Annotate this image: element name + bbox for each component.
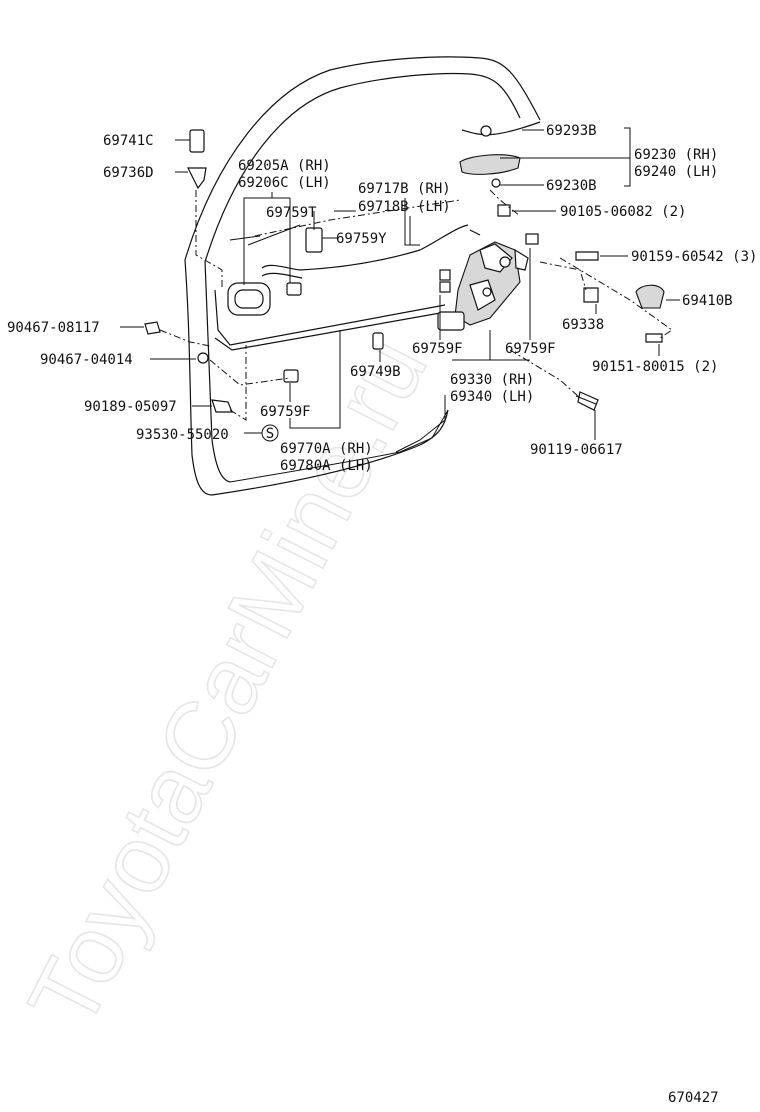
label-90159: 90159-60542 (3) xyxy=(631,249,757,265)
label-69206C: 69206C (LH) xyxy=(238,175,331,191)
label-90119: 90119-06617 xyxy=(530,442,623,458)
small-parts xyxy=(144,129,665,413)
label-69759F-a: 69759F xyxy=(412,341,463,357)
label-69759F-b: 69759F xyxy=(505,341,556,357)
leader-lines xyxy=(120,127,680,453)
label-69230B: 69230B xyxy=(546,178,597,194)
control-rods xyxy=(214,224,481,351)
label-69330: 69330 (RH) xyxy=(450,372,534,388)
label-69410B: 69410B xyxy=(682,293,733,309)
label-69780A: 69780A (LH) xyxy=(280,458,373,474)
label-69205A: 69205A (RH) xyxy=(238,158,331,174)
label-90189: 90189-05097 xyxy=(84,399,177,415)
s-mark: S xyxy=(266,426,274,442)
label-69749B: 69749B xyxy=(350,364,401,380)
label-69770A: 69770A (RH) xyxy=(280,441,373,457)
label-69759Y: 69759Y xyxy=(336,231,387,247)
label-69718B: 69718B (LH) xyxy=(358,199,451,215)
label-93530: 93530-55020 xyxy=(136,427,229,443)
label-90467-08117: 90467-08117 xyxy=(7,320,100,336)
label-90151: 90151-80015 (2) xyxy=(592,359,718,375)
label-90105: 90105-06082 (2) xyxy=(560,204,686,220)
s-mark-circle xyxy=(261,424,279,442)
outside-handle xyxy=(459,125,521,188)
label-69736D: 69736D xyxy=(103,165,154,181)
label-69759F-c: 69759F xyxy=(260,404,311,420)
label-90467-04014: 90467-04014 xyxy=(40,352,133,368)
label-69338: 69338 xyxy=(562,317,604,333)
diagram-code: 670427 xyxy=(668,1090,719,1106)
label-69759T: 69759T xyxy=(266,205,317,221)
label-69293B: 69293B xyxy=(546,123,597,139)
alignment-lines xyxy=(159,189,673,421)
inside-handle xyxy=(227,282,271,316)
label-69717B: 69717B (RH) xyxy=(358,181,451,197)
label-69240: 69240 (LH) xyxy=(634,164,718,180)
label-69340: 69340 (LH) xyxy=(450,389,534,405)
label-69230: 69230 (RH) xyxy=(634,147,718,163)
door-lock-assembly xyxy=(437,241,529,331)
label-69741C: 69741C xyxy=(103,133,154,149)
